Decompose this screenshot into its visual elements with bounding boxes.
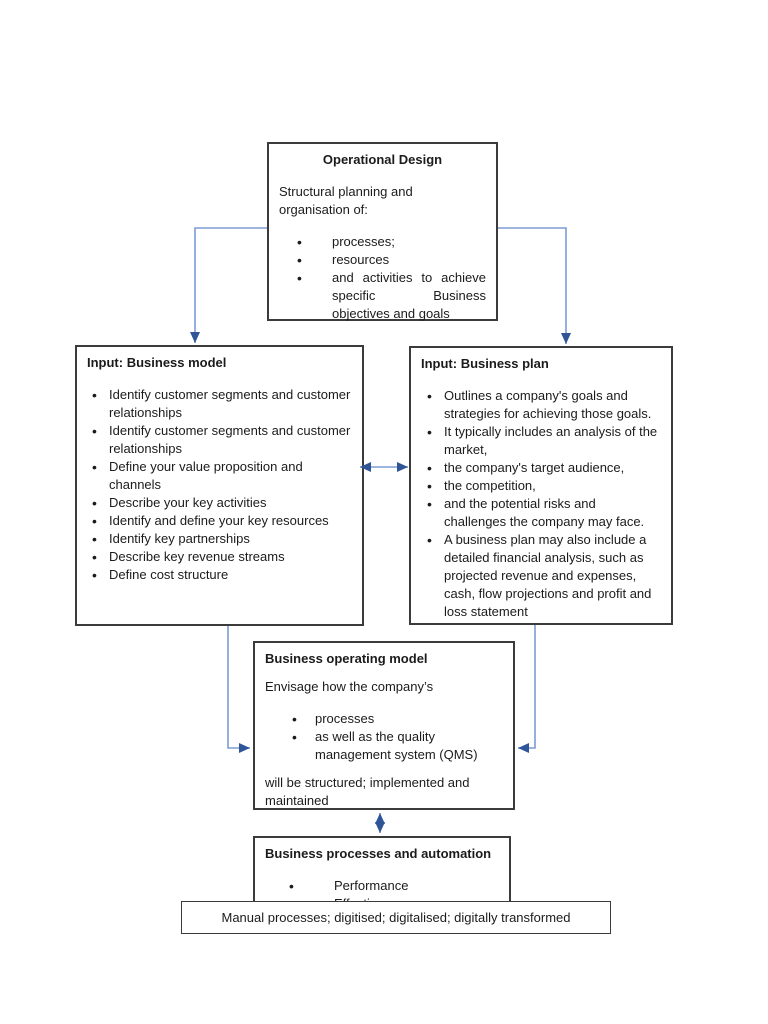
business-operating-model-intro: Envisage how the company’s bbox=[265, 679, 434, 694]
bullet-item: Define your value proposition and channe… bbox=[87, 458, 352, 494]
connector-business-model-to-operating-model bbox=[227, 626, 250, 753]
bullet-item: Describe key revenue streams bbox=[87, 548, 352, 566]
maturity-strip-label: Manual processes; digitised; digitalised… bbox=[221, 909, 571, 925]
operational-design-title: Operational Design bbox=[322, 152, 443, 167]
bullet-item: Identify customer segments and customer … bbox=[87, 422, 352, 458]
bullet-item: Outlines a company's goals and strategie… bbox=[421, 387, 661, 423]
operational-design-bullets: processes; resources and activities to a… bbox=[279, 233, 486, 323]
business-plan-title: Input: Business plan bbox=[421, 356, 549, 371]
business-operating-model-title: Business operating model bbox=[265, 651, 428, 666]
business-plan-box: Input: Business plan Outlines a company'… bbox=[409, 346, 673, 625]
operational-design-box: Operational Design Structural planning a… bbox=[267, 142, 498, 321]
bullet-item: Performance bbox=[265, 877, 499, 895]
maturity-strip-box: Manual processes; digitised; digitalised… bbox=[181, 901, 611, 934]
business-operating-model-bullets: processes as well as the quality managem… bbox=[265, 710, 503, 764]
bullet-item: Identify and define your key resources bbox=[87, 512, 352, 530]
bullet-item: processes; bbox=[279, 233, 486, 251]
business-processes-box: Business processes and automation Perfor… bbox=[253, 836, 511, 913]
business-operating-model-box: Business operating model Envisage how th… bbox=[253, 641, 515, 810]
bullet-item: A business plan may also include a detai… bbox=[421, 531, 661, 621]
business-operating-model-outro: will be structured; implemented and main… bbox=[265, 775, 470, 808]
bullet-item: and activities to achieve specific Busin… bbox=[279, 269, 486, 323]
bullet-item: the company's target audience, bbox=[421, 459, 661, 477]
operational-design-intro: Structural planning and organisation of: bbox=[279, 184, 413, 217]
bullet-item: as well as the quality management system… bbox=[265, 728, 503, 764]
connector-operational-to-business-plan bbox=[498, 227, 571, 344]
business-model-bullets: Identify customer segments and customer … bbox=[87, 386, 352, 584]
bullet-item: processes bbox=[265, 710, 503, 728]
business-plan-bullets: Outlines a company's goals and strategie… bbox=[421, 387, 661, 621]
business-processes-title: Business processes and automation bbox=[265, 846, 492, 861]
business-model-box: Input: Business model Identify customer … bbox=[75, 345, 364, 626]
connector-business-plan-to-operating-model bbox=[518, 625, 536, 753]
bullet-item: and the potential risks and challenges t… bbox=[421, 495, 661, 531]
connector-operational-to-business-model bbox=[190, 227, 267, 343]
bullet-item: the competition, bbox=[421, 477, 661, 495]
bullet-item: Identify key partnerships bbox=[87, 530, 352, 548]
bullet-item: Describe your key activities bbox=[87, 494, 352, 512]
business-model-title: Input: Business model bbox=[87, 355, 227, 370]
bullet-item: It typically includes an analysis of the… bbox=[421, 423, 661, 459]
bullet-item: resources bbox=[279, 251, 486, 269]
bullet-item: Identify customer segments and customer … bbox=[87, 386, 352, 422]
bullet-item: Define cost structure bbox=[87, 566, 352, 584]
